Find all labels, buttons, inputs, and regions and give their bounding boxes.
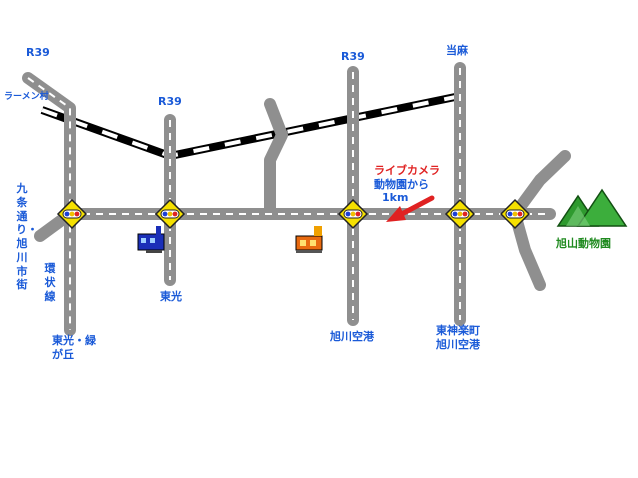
road-network: [22, 62, 571, 336]
convenience-store-icon: [295, 226, 323, 253]
railway-line: [40, 92, 461, 161]
taima-label: 当麻: [446, 44, 468, 57]
zoo-distance-label: 動物園から: [374, 178, 429, 191]
live-camera-label: ライブカメラ: [374, 164, 440, 177]
higashikagura-label: 東神楽町: [436, 324, 480, 337]
ramen-village-label: ラーメン村: [4, 92, 49, 102]
arrow-icon: [386, 195, 435, 222]
zoo-distance-value: 1km: [382, 191, 409, 204]
traffic-signal-icon: [445, 199, 475, 229]
traffic-signal-icon: [338, 199, 368, 229]
higashimitsu-midorigaoka-label: 東光・緑が丘: [52, 334, 96, 361]
higashimitsu-label: 東光: [160, 290, 182, 303]
mountain-icon: [556, 188, 628, 227]
kujo-street-label: 九条通り・旭川市街: [16, 182, 38, 292]
ring-road-label: 環状線: [44, 262, 56, 303]
traffic-signal-icon: [155, 199, 185, 229]
asahikawa-airport-label: 旭川空港: [330, 330, 374, 343]
route-39-label-right: R39: [341, 50, 365, 63]
route-39-label-left: R39: [26, 46, 50, 59]
asahiyama-zoo-label: 旭山動物園: [556, 237, 611, 250]
police-box-icon: [137, 226, 165, 253]
route-39-label-mid: R39: [158, 95, 182, 108]
higashikagura-airport-label: 旭川空港: [436, 338, 480, 351]
